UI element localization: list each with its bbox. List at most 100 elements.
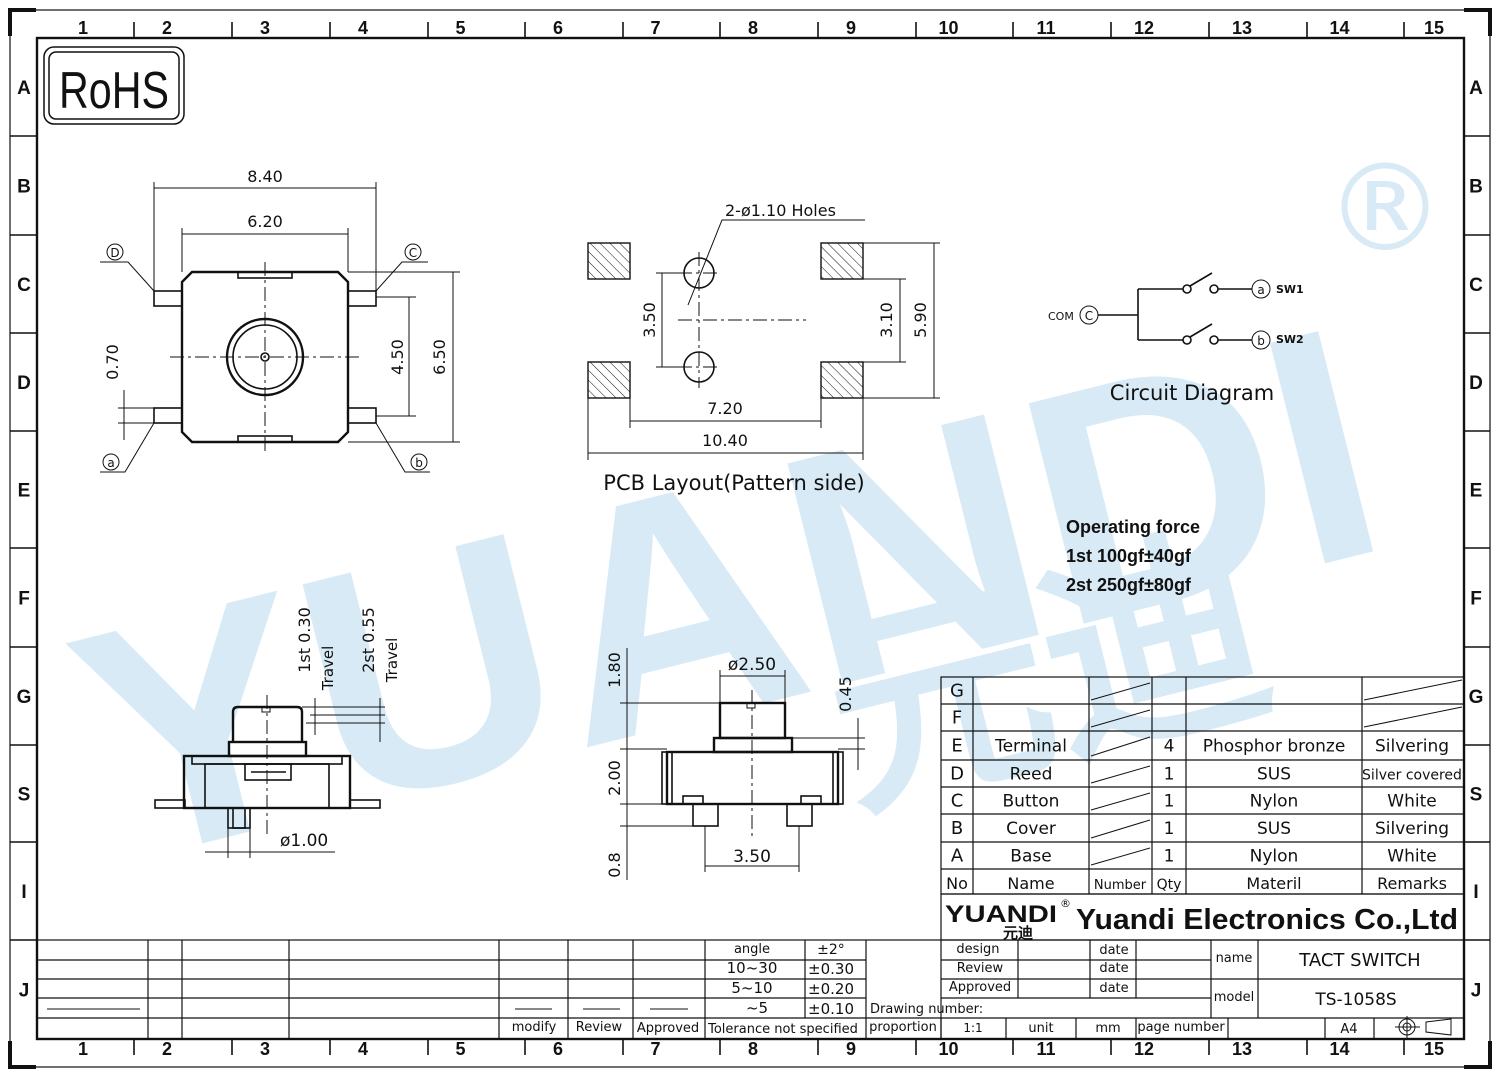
bom-cell-no: E (951, 736, 962, 757)
grid-col-label-bottom: 14 (1329, 1039, 1349, 1059)
grid-col-label-bottom: 1 (78, 1039, 88, 1059)
travel-2-label: Travel (383, 638, 401, 684)
tb-date-1: date (1099, 943, 1128, 958)
travel-1-value: 1st 0.30 (295, 607, 314, 673)
tb-modify: modify (512, 1020, 557, 1035)
company-band: YUANDI 元迪 ® Yuandi Electronics Co.,Ltd (940, 893, 1465, 942)
rohs-badge: RoHS (43, 46, 185, 125)
pin-c-label: C (409, 246, 417, 260)
company-logo: YUANDI (945, 901, 1057, 928)
grid-col-label-bottom: 7 (650, 1039, 660, 1059)
pcb-dim-3-50: 3.50 (640, 302, 659, 338)
grid-ticks (10, 22, 1490, 1055)
bom-cell-qty: 4 (1164, 737, 1175, 757)
bom-cell-material: SUS (1257, 819, 1291, 839)
bom-cell-name: Cover (1006, 819, 1056, 839)
bom-header-no: No (946, 874, 968, 893)
travel-1-label: Travel (319, 646, 337, 692)
grid-row-label-left: D (17, 373, 31, 394)
front-view: ø2.50 1.80 2.00 0.8 0.45 3.50 (605, 648, 865, 880)
pcb-dim-10-40: 10.40 (702, 431, 748, 450)
pcb-dim-3-10: 3.10 (877, 302, 896, 338)
grid-row-label-right: J (1471, 981, 1482, 1002)
bom-cell-no: D (950, 764, 964, 785)
bom-header: No Name Number Qty Materil Remarks (946, 874, 1447, 893)
bom-cell-qty: 1 (1164, 765, 1175, 785)
tb-range-2: 5~10 (731, 979, 772, 997)
grid-col-label-bottom: 15 (1424, 1039, 1444, 1059)
circuit-com-label: COM (1048, 310, 1074, 323)
tb-design: design (956, 942, 999, 957)
grid-row-label-right: F (1470, 589, 1482, 610)
bom-cell-no: A (951, 846, 964, 867)
grid-col-label-top: 12 (1134, 18, 1154, 38)
grid-col-label-bottom: 6 (553, 1039, 563, 1059)
grid-row-label-left: I (21, 882, 26, 903)
bom-row: F (952, 706, 1463, 729)
sheet-frame: 1122334455667788991010111112121313141415… (8, 8, 1492, 1069)
grid-col-label-bottom: 13 (1232, 1039, 1252, 1059)
grid-col-label-top: 8 (748, 18, 758, 38)
grid-col-label-bottom: 8 (748, 1039, 758, 1059)
bom-cell-material: Phosphor bronze (1203, 737, 1346, 757)
tb-unit: unit (1028, 1021, 1053, 1036)
bom-header-number: Number (1094, 878, 1147, 893)
tb-angle-tol: ±2° (817, 942, 845, 958)
grid-col-label-bottom: 5 (455, 1039, 465, 1059)
grid-col-label-bottom: 4 (358, 1039, 368, 1059)
bom-header-name: Name (1007, 874, 1054, 893)
pin-a-label: a (107, 456, 114, 470)
tb-tolerance: Tolerance not specified (707, 1022, 858, 1037)
tb-approved-2: Approved (949, 980, 1011, 995)
grid-col-label-top: 11 (1036, 18, 1055, 38)
tb-range-2-tol: ±0.20 (808, 980, 854, 998)
dim-4-50: 4.50 (388, 339, 407, 375)
grid-col-label-bottom: 12 (1134, 1039, 1154, 1059)
watermark-registered: ® (1325, 140, 1445, 279)
bom-cell-remarks: Silvering (1375, 737, 1449, 757)
grid-col-label-top: 6 (553, 18, 563, 38)
bom-cell-qty: 1 (1164, 847, 1175, 867)
tb-paper-size: A4 (1340, 1022, 1357, 1037)
grid-col-label-bottom: 10 (938, 1039, 958, 1059)
bom-cell-remarks: White (1387, 847, 1436, 867)
grid-col-label-bottom: 2 (162, 1039, 172, 1059)
grid-labels: 1122334455667788991010111112121313141415… (17, 18, 1484, 1059)
pin-b-label: b (415, 456, 423, 470)
grid-col-label-top: 9 (846, 18, 856, 38)
dim-dia-2-50: ø2.50 (728, 655, 776, 675)
bom-header-qty: Qty (1157, 877, 1182, 893)
bom-cell-qty: 1 (1164, 792, 1175, 812)
travel-2-value: 2st 0.55 (359, 607, 378, 673)
front-dim-3-50: 3.50 (733, 847, 771, 867)
tb-review: Review (576, 1020, 623, 1035)
grid-row-label-right: A (1469, 78, 1483, 99)
dim-8-40: 8.40 (247, 167, 283, 186)
bom-cell-name: Base (1010, 847, 1051, 867)
bom-row: G (950, 679, 1463, 702)
company-logo-mark: ® (1060, 897, 1071, 910)
top-view: D C a b 8.40 6.20 4.50 6.50 0.70 (100, 167, 460, 473)
grid-col-label-top: 7 (650, 18, 660, 38)
tb-angle: angle (734, 942, 770, 957)
grid-col-label-top: 4 (358, 18, 368, 38)
grid-row-label-right: E (1470, 481, 1483, 502)
tb-range-1: 10~30 (727, 959, 778, 977)
grid-row-label-right: C (1469, 275, 1483, 296)
bom-cell-material: SUS (1257, 765, 1291, 785)
circuit-diagram: C COM a b SW1 SW2 Circuit Diagram (1048, 272, 1304, 405)
force-title: Operating force (1066, 517, 1200, 537)
rohs-text: RoHS (59, 62, 169, 120)
dim-0-70: 0.70 (103, 344, 122, 380)
bom-cell-material: Nylon (1250, 847, 1299, 867)
bom-cell-no: F (952, 708, 962, 729)
grid-col-label-top: 14 (1329, 18, 1349, 38)
bom-cell-no: G (950, 681, 964, 702)
bom-cell-material: Nylon (1250, 792, 1299, 812)
grid-col-label-top: 1 (78, 18, 88, 38)
